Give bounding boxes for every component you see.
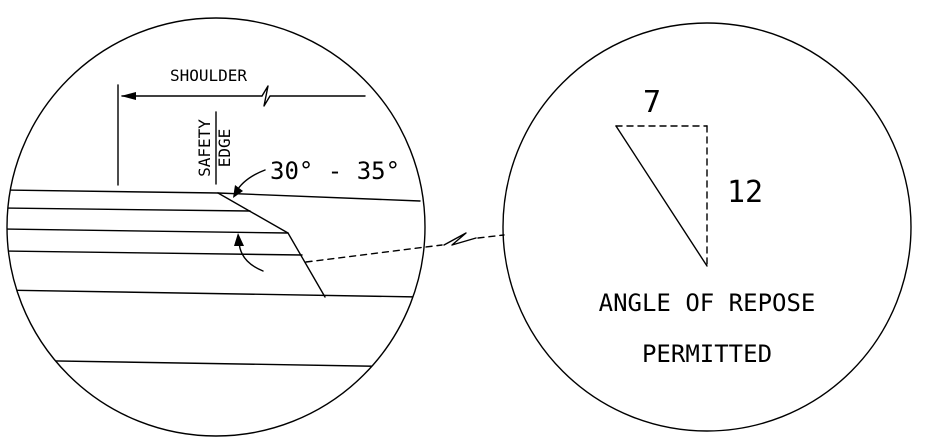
left-detail: SHOULDER SAFETY EDGE 30° - 35°: [6, 17, 426, 437]
run-label: 7: [643, 85, 661, 120]
slope-hypotenuse: [615, 125, 708, 267]
connector-dashed-left: [305, 244, 443, 263]
shoulder-break-symbol: [261, 85, 366, 107]
connector-break-symbol: [443, 232, 477, 246]
angle-leader-arrowhead: [233, 185, 243, 198]
left-detail-circle: [6, 17, 426, 437]
pavement-layers: [7, 189, 421, 368]
safety-edge-slope: [217, 192, 326, 298]
pavement-layer-line-2: [7, 228, 289, 234]
shoulder-surface-line: [217, 192, 421, 202]
angle-leader: [235, 169, 266, 193]
subbase-layer-line: [7, 359, 421, 368]
right-detail: 7 12 ANGLE OF REPOSE PERMITTED: [502, 22, 912, 432]
base-layer-line: [7, 289, 421, 298]
shoulder-label: SHOULDER: [170, 66, 247, 85]
pavement-layer-line-1: [7, 207, 251, 212]
detail-connector: [305, 232, 505, 263]
angle-arc-arrowhead: [234, 233, 244, 246]
angle-label: 30° - 35°: [270, 157, 400, 185]
rise-label: 12: [727, 175, 763, 210]
pavement-layer-line-3: [7, 250, 303, 256]
caption-line-2: PERMITTED: [642, 340, 772, 368]
caption-line-1: ANGLE OF REPOSE: [599, 289, 816, 317]
edge-label: EDGE: [215, 129, 234, 168]
right-detail-circle: [502, 22, 912, 432]
pavement-surface-line: [7, 189, 219, 194]
shoulder-arrowhead: [121, 92, 136, 100]
connector-dashed-right: [477, 234, 505, 239]
safety-label: SAFETY: [195, 119, 214, 177]
safety-edge-label: SAFETY EDGE: [195, 111, 234, 185]
